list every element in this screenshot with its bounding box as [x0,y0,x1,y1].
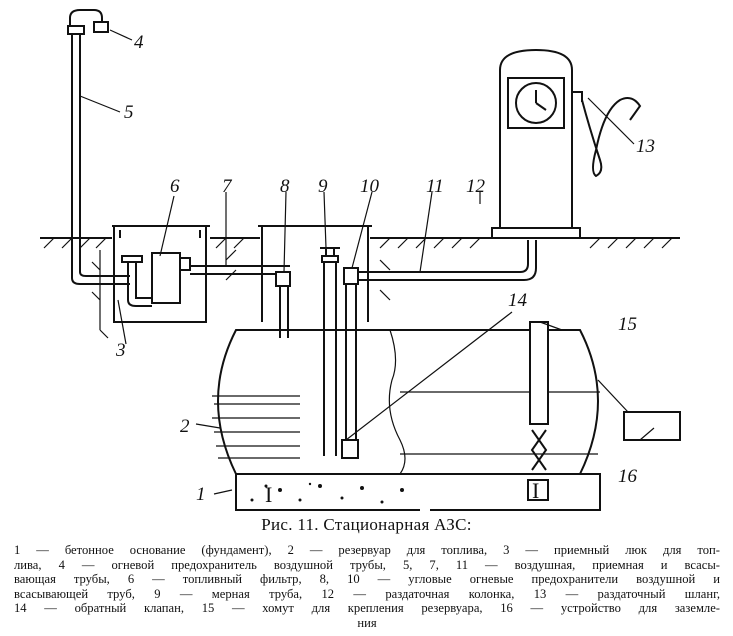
label-3: 3 [115,340,126,361]
label-16: 16 [618,466,638,487]
caption-line: лива, 4 — огневой предохранитель воздушн… [14,557,720,572]
dispenser-hose [581,97,642,178]
suction-pipe [358,240,537,281]
figure-caption-title: Рис. 11. Стационарная АЗС: [261,515,472,534]
caption-line: ния [357,615,377,630]
caption-line: 14 — обратный клапан, 15 — хомут для кре… [14,601,720,616]
gas-station-diagram: 1 2 3 4 5 6 7 8 9 10 11 12 13 14 15 16 I… [40,9,681,511]
label-5: 5 [124,102,134,123]
caption-line: вающая трубы, 6 — топливный фильтр, 8, 1… [14,572,720,587]
angle-arrester-suction [341,267,359,459]
intake-pipe [190,265,290,275]
label-9: 9 [318,176,328,197]
section-mark-right: I [532,478,539,503]
air-pipe [71,32,130,285]
grounding-device [597,379,681,441]
angle-arrester-air [275,271,291,338]
label-12: 12 [466,176,486,197]
concrete-foundation [235,473,601,511]
label-10: 10 [360,176,380,197]
label-1: 1 [196,484,206,505]
ground-surface [40,237,680,339]
caption-line: 1 — бетонное основание (фундамент), 2 — … [14,543,720,557]
label-14: 14 [508,290,528,311]
caption-line: всасывающей труб, 9 — мерная труба, 12 —… [14,586,720,601]
tank-manhole [258,225,372,322]
measuring-pipe [320,247,340,456]
label-8: 8 [280,176,290,197]
fire-arrester-air-pipe [67,9,109,35]
label-13: 13 [636,136,655,157]
label-6: 6 [170,176,180,197]
label-15: 15 [618,314,637,335]
label-7: 7 [222,176,233,197]
fuel-filter [121,252,191,307]
callout-labels: 1 2 3 4 5 6 7 8 9 10 11 12 13 14 15 16 I… [115,32,655,507]
leader-lines [79,29,655,495]
fuel-dispenser [491,48,583,239]
section-mark-left: I [265,482,272,507]
tank-clamp [527,321,549,501]
label-4: 4 [134,32,144,53]
figure-caption-legend: 1 — бетонное основание (фундамент), 2 — … [14,543,720,631]
label-11: 11 [426,176,444,197]
label-2: 2 [180,416,190,437]
